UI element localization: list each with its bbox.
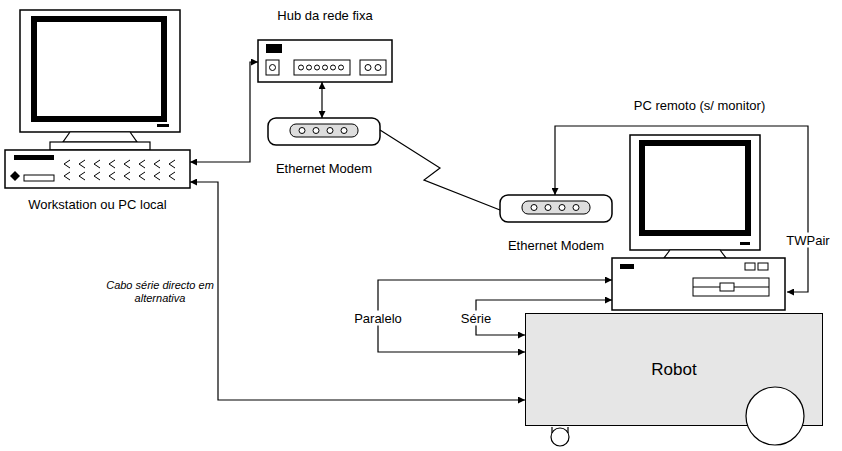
- connector-label: TWPair: [784, 233, 831, 248]
- connector-label: Cabo série directo em alternativa: [103, 279, 217, 305]
- caster-wheel: [551, 427, 569, 446]
- connector-label: Paralelo: [352, 311, 404, 326]
- robot-box: Robot: [525, 313, 823, 426]
- connector-label: Série: [459, 311, 493, 326]
- remote-pc-illustration: [612, 135, 785, 310]
- node-label: Robot: [651, 360, 696, 380]
- node-label: Workstation ou PC local: [28, 197, 167, 212]
- workstation-node: Workstation ou PC local: [5, 150, 190, 212]
- modem-node: Ethernet Modem: [268, 118, 380, 176]
- cable-connector: [321, 82, 322, 118]
- modem-illustration: [268, 118, 380, 145]
- remote-pc-node: PC remoto (s/ monitor): [612, 98, 787, 312]
- modem-illustration: [500, 195, 612, 222]
- node-label: Ethernet Modem: [276, 161, 372, 176]
- cable-connector: [190, 62, 258, 162]
- node-label: Hub da rede fixa: [277, 8, 372, 23]
- node-label: PC remoto (s/ monitor): [634, 98, 765, 113]
- modem-node: Ethernet Modem: [500, 195, 612, 253]
- hub-node: Hub da rede fixa: [258, 8, 392, 82]
- wireless-link: [380, 130, 500, 210]
- cable-connector: [555, 126, 808, 292]
- node-label: Ethernet Modem: [508, 238, 604, 253]
- workstation-illustration: [5, 10, 190, 188]
- hub-illustration: [258, 40, 392, 82]
- cable-connector: [190, 182, 525, 400]
